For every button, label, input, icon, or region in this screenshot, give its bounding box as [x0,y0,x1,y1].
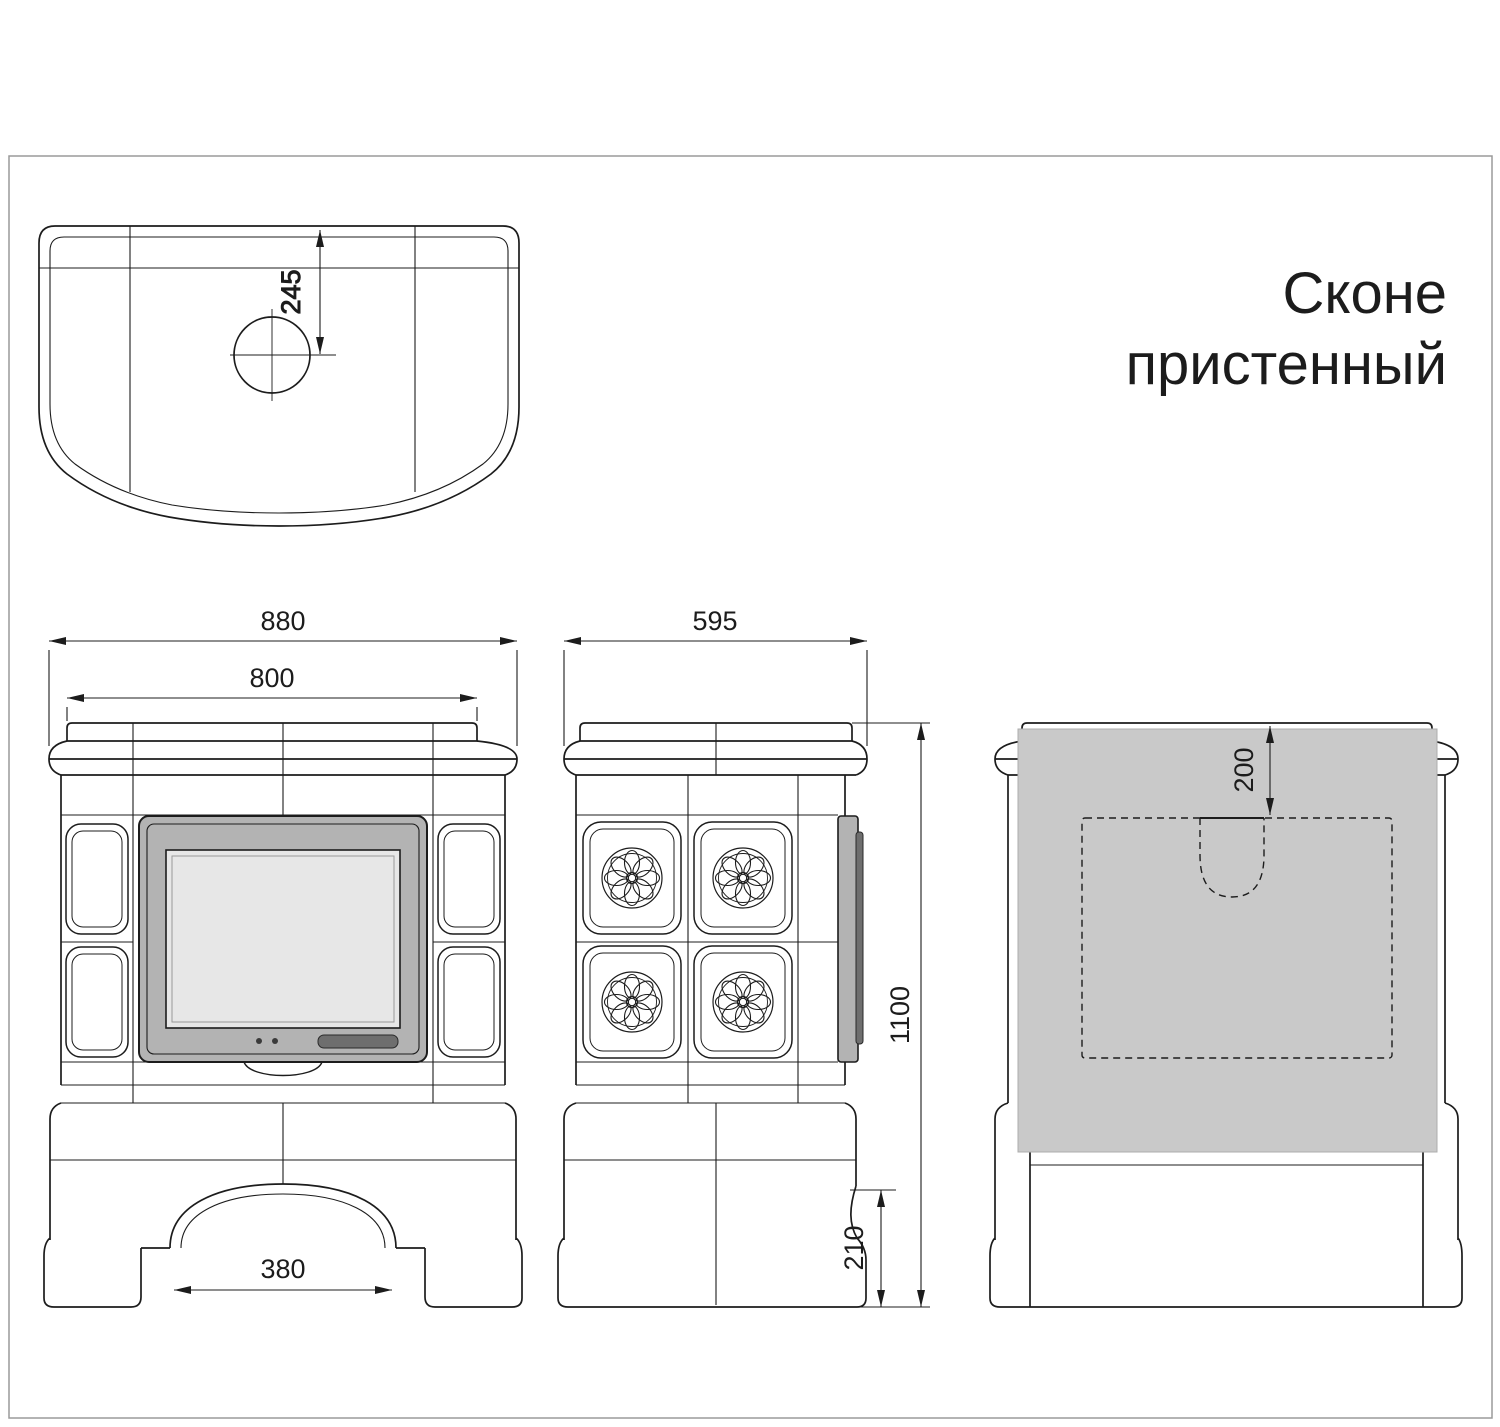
door-side-handle-bar [855,831,864,1045]
door-ash-lip [243,1061,323,1077]
dim-side-depth-label: 595 [692,606,737,636]
front-view: 880 800 [43,606,523,1308]
top-plan-view: 245 [38,225,520,527]
plan-tile-joints [39,226,519,492]
rear-view: 200 [989,722,1463,1308]
door-frame-inner-line [146,823,420,1055]
door-handle [317,1034,399,1049]
dim-total-height-label: 1100 [885,986,915,1044]
dim-plinth-height: 210 [839,1189,896,1307]
front-cornice-joints [132,723,434,775]
front-decor-tile [437,823,501,935]
dim-front-total-width: 880 [48,606,518,746]
front-base-outline [43,1102,523,1308]
dim-chimney-offset: 245 [276,230,324,354]
front-cornice-molding [48,740,518,776]
rear-cornice-molding [994,740,1459,776]
side-view: 595 210 1100 [557,606,930,1308]
dim-front-body-width-label: 800 [249,663,294,693]
flower-tile [582,945,682,1059]
front-body-sides [60,775,506,1085]
dim-side-depth: 595 [563,606,868,746]
title-line-1: Сконе [1283,261,1447,326]
rear-heat-shield-panel [1017,728,1438,1153]
front-arch-opening [169,1183,397,1249]
dim-front-arch-width-label: 380 [260,1254,305,1284]
sheet-border-frame [8,155,1493,1419]
front-decor-tile [65,823,129,935]
drawing-title: Сконе пристенный [1126,261,1447,397]
firebox-door [138,815,428,1077]
door-glass [165,849,401,1029]
front-decor-tile [437,946,501,1058]
dim-rear-notch-offset: 200 [1229,726,1274,815]
front-arch-inner-line [180,1193,386,1249]
door-side-frame-edge [837,815,859,1063]
flower-tile [693,945,793,1059]
flower-tile [693,821,793,935]
rear-body-sides [1007,775,1446,1103]
plan-inner-contour [49,236,509,514]
chimney-center-crosshair [230,309,336,401]
front-base-joints [50,1085,516,1184]
rear-chimney-notch-dashed [1199,818,1265,898]
dim-front-body-width: 800 [66,663,478,721]
door-glass-inner-line [171,855,395,1023]
door-latch-dot [272,1038,278,1044]
door-latch-dot [256,1038,262,1044]
front-decor-tile [65,946,129,1058]
dim-front-arch-width: 380 [174,1254,392,1294]
dim-plinth-height-label: 210 [839,1225,869,1270]
title-line-2: пристенный [1126,332,1447,397]
front-cornice-top-plate [66,722,478,742]
dim-rear-notch-offset-label: 200 [1229,747,1259,792]
dim-chimney-offset-label: 245 [276,269,306,314]
dim-total-height: 1100 [852,722,930,1308]
plan-outer-contour [38,225,520,527]
dim-front-total-width-label: 880 [260,606,305,636]
door-side-profile [837,815,864,1063]
rear-hidden-contour-dashed [1081,817,1393,1059]
side-cornice-molding [563,740,868,776]
side-body-joints [576,775,845,1086]
flower-tile [582,821,682,935]
side-base-outline [557,1102,867,1308]
side-base-joints [564,1085,856,1305]
rear-base-outline [989,1102,1463,1308]
